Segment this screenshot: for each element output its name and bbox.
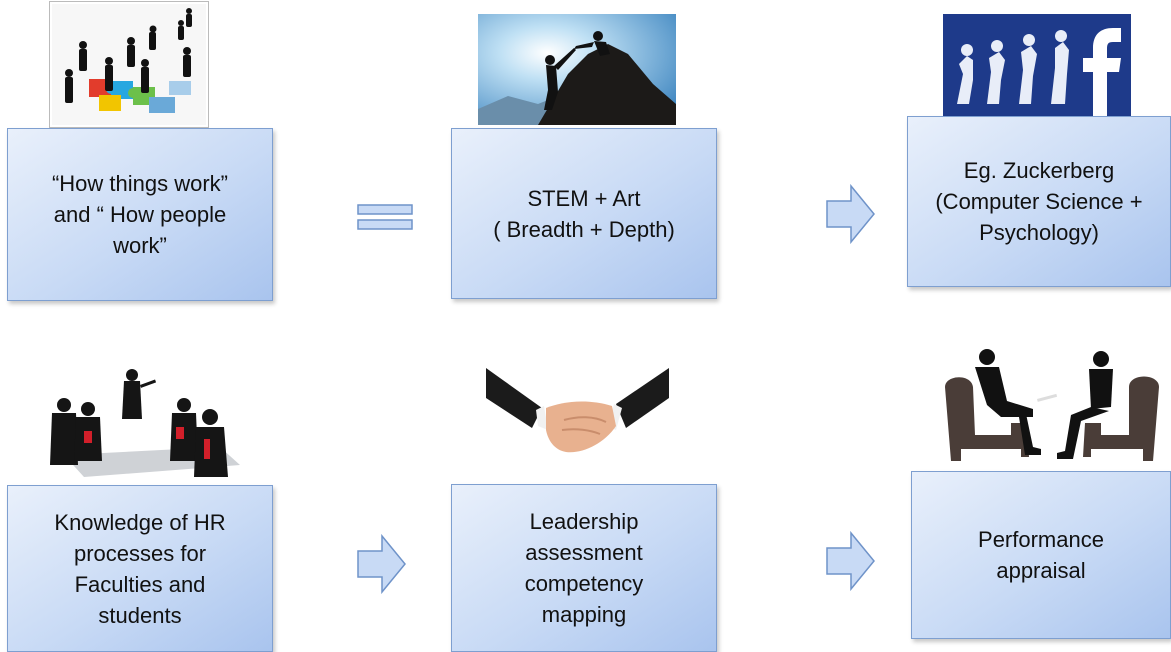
stem-art-box: STEM + Art ( Breadth + Depth): [451, 128, 717, 299]
performance-text: Performance appraisal: [978, 527, 1104, 583]
businesspeople-on-puzzle-icon: [49, 1, 209, 128]
hr-knowledge-box: Knowledge of HR processes for Faculties …: [7, 485, 273, 652]
right-arrow: [357, 533, 406, 595]
leadership-box: Leadership assessment competency mapping: [451, 484, 717, 652]
stem-art-text: STEM + Art ( Breadth + Depth): [493, 185, 675, 242]
handshake-icon: [486, 368, 669, 453]
zuckerberg-box: Eg. Zuckerberg (Computer Science + Psych…: [907, 116, 1171, 287]
hr-knowledge-text: Knowledge of HR processes for Faculties …: [54, 509, 226, 628]
evolution-facebook-icon: [943, 14, 1131, 116]
how-things-work-text: “How things work” and “ How people work”: [51, 171, 229, 258]
interview-chairs-icon: [945, 349, 1159, 461]
right-arrow: [826, 183, 875, 245]
performance-box: Performance appraisal: [911, 471, 1171, 639]
equals-sign: [357, 204, 413, 230]
how-things-work-box: “How things work” and “ How people work”: [7, 128, 273, 301]
climber-helping-hand-icon: [478, 14, 676, 125]
right-arrow: [826, 530, 875, 592]
zuckerberg-text: Eg. Zuckerberg (Computer Science + Psych…: [935, 158, 1143, 245]
leadership-text: Leadership assessment competency mapping: [524, 509, 644, 627]
meeting-silhouettes-icon: [50, 369, 240, 477]
